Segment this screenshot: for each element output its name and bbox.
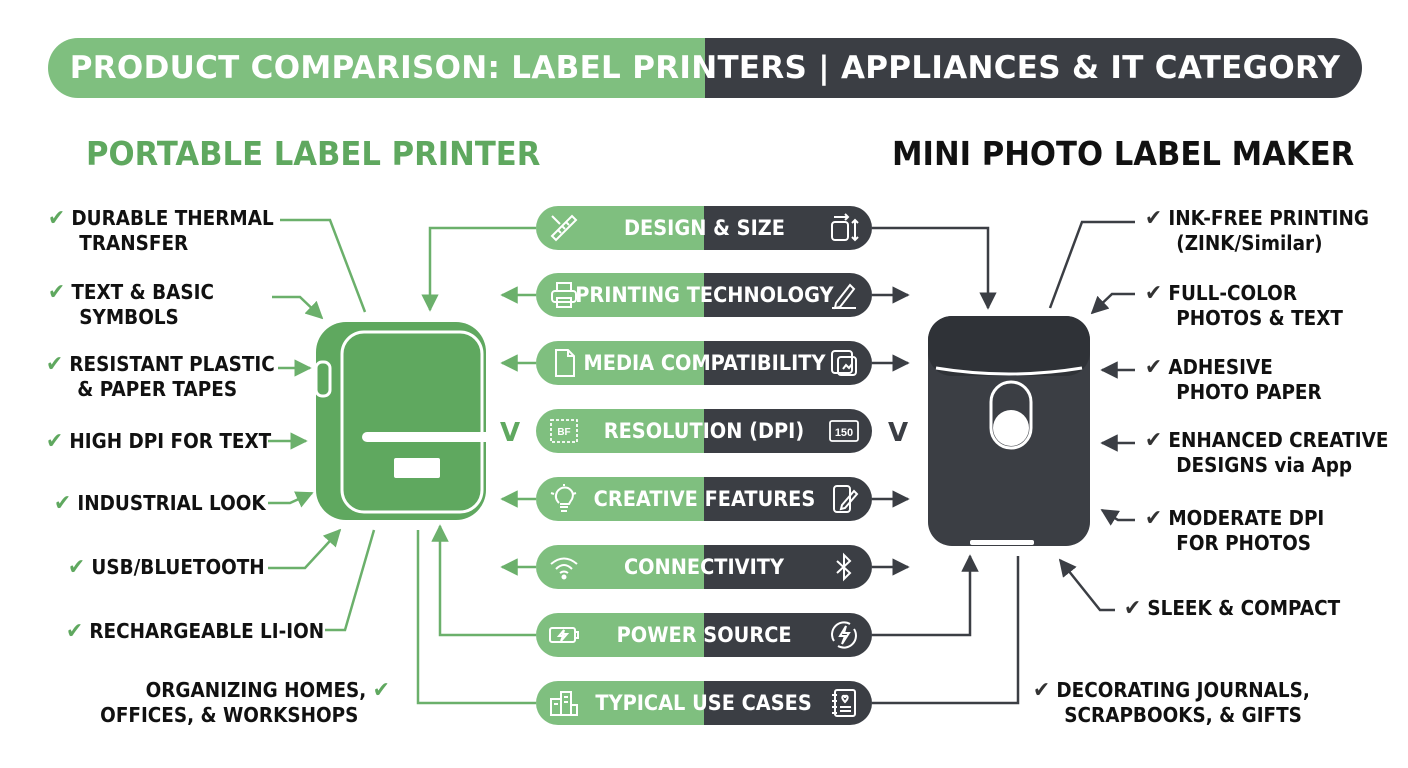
right-feature-creative: ✔ ENHANCED CREATIVE DESIGNS via App: [1145, 428, 1389, 477]
check-icon: ✔: [48, 280, 65, 305]
resize-icon: [831, 213, 859, 242]
connector-moderate-dpi: [1100, 508, 1135, 526]
power-arrow-right: [872, 554, 979, 637]
check-icon: ✔: [1145, 428, 1162, 453]
left-feature-rechargeable: ✔ RECHARGEABLE LI-ION: [66, 619, 325, 644]
connector-usb-bluetooth: [268, 528, 342, 570]
category-power-source: POWER SOURCE: [536, 613, 872, 657]
category-label: DESIGN & SIZE: [623, 216, 785, 240]
charge-icon: [831, 621, 857, 649]
check-icon: ✔: [1145, 206, 1162, 231]
right-feature-moderate-dpi: ✔ MODERATE DPI FOR PHOTOS: [1145, 506, 1325, 555]
svg-text:BF: BF: [557, 427, 570, 438]
check-icon: ✔: [1124, 596, 1141, 621]
dpi-150-icon: 150: [829, 420, 859, 442]
category-creative-features: CREATIVE FEATURES: [536, 477, 872, 521]
category-design-size: DESIGN & SIZE: [536, 206, 872, 250]
wifi-icon: [550, 557, 578, 580]
power-arrow-left: [431, 524, 536, 637]
document-icon: [555, 349, 575, 377]
pen-icon: [832, 283, 856, 310]
usecase-line-right: [872, 556, 1020, 705]
left-feature-organizing: ORGANIZING HOMES, ✔ OFFICES, & WORKSHOPS: [100, 678, 390, 727]
category-label: POWER SOURCE: [616, 623, 792, 647]
category-arrows: [416, 226, 1020, 705]
phone-edit-icon: [833, 485, 859, 513]
vs-mark-right: V: [888, 418, 909, 448]
right-feature-connectors: [1048, 220, 1135, 612]
check-icon: ✔: [46, 352, 63, 377]
dpi-grid-icon: BF: [550, 419, 578, 443]
category-connectivity: CONNECTIVITY: [536, 545, 872, 589]
battery-icon: [549, 627, 579, 643]
category-label: MEDIA COMPATIBILITY: [583, 351, 825, 375]
svg-text:150: 150: [835, 427, 853, 439]
right-feature-adhesive: ✔ ADHESIVE PHOTO PAPER: [1145, 355, 1322, 404]
category-label: TYPICAL USE CASES: [595, 691, 813, 715]
connector-industrial-look: [268, 491, 314, 508]
design-arrow-left: [421, 226, 536, 312]
left-feature-resistant-tapes: ✔ RESISTANT PLASTIC & PAPER TAPES: [46, 352, 275, 401]
category-media-compatibility: MEDIA COMPATIBILITY: [536, 341, 872, 385]
check-icon: ✔: [66, 619, 83, 644]
photo-sticker-icon: [831, 350, 857, 376]
check-icon: ✔: [1145, 355, 1162, 380]
left-feature-connectors: [268, 218, 376, 632]
check-icon: ✔: [1145, 506, 1162, 531]
connector-text-symbols: [272, 295, 324, 320]
portable-printer-illustration: [314, 322, 498, 520]
left-feature-high-dpi: ✔ HIGH DPI FOR TEXT: [46, 429, 272, 454]
left-feature-durable-thermal: ✔ DURABLE THERMAL TRANSFER: [48, 206, 274, 255]
bluetooth-icon: [836, 552, 852, 582]
notebook-heart-icon: [832, 689, 856, 717]
connector-sleek: [1058, 558, 1115, 612]
category-label: PRINTING TECHNOLOGY: [574, 283, 834, 307]
right-feature-decorating: ✔ DECORATING JOURNALS, SCRAPBOOKS, & GIF…: [1033, 678, 1310, 727]
page-title: PRODUCT COMPARISON: LABEL PRINTERS | APP…: [48, 38, 1362, 98]
right-feature-sleek: ✔ SLEEK & COMPACT: [1124, 596, 1341, 621]
connector-full-color: [1090, 292, 1135, 315]
connector-ink-free: [1048, 220, 1135, 309]
left-feature-industrial-look: ✔ INDUSTRIAL LOOK: [54, 491, 266, 516]
lightbulb-icon: [550, 484, 577, 512]
check-icon: ✔: [46, 429, 63, 454]
category-label: RESOLUTION (DPI): [603, 419, 805, 443]
connector-durable-thermal: [280, 218, 367, 313]
left-feature-usb-bluetooth: ✔ USB/BLUETOOTH: [68, 555, 265, 580]
category-printing-technology: PRINTING TECHNOLOGY: [536, 273, 872, 317]
check-icon: ✔: [1145, 281, 1162, 306]
check-icon: ✔: [54, 491, 71, 516]
mini-photo-printer-illustration: [928, 316, 1090, 546]
check-icon: ✔: [1033, 678, 1050, 703]
connector-rechargeable: [325, 529, 376, 632]
vs-mark-left: V: [500, 418, 521, 448]
category-resolution-dpi: BF RESOLUTION (DPI) 150: [536, 409, 872, 453]
left-product-name: PORTABLE LABEL PRINTER: [86, 134, 541, 173]
category-label: CREATIVE FEATURES: [593, 487, 815, 511]
building-icon: [550, 691, 578, 716]
printer-icon: [551, 282, 577, 308]
category-label: CONNECTIVITY: [624, 555, 784, 579]
right-product-name: MINI PHOTO LABEL MAKER: [892, 134, 1355, 173]
right-feature-ink-free: ✔ INK-FREE PRINTING (ZINK/Similar): [1145, 206, 1370, 255]
usecase-line-left: [416, 530, 536, 705]
category-typical-use-cases: TYPICAL USE CASES: [536, 681, 872, 725]
left-feature-text-symbols: ✔ TEXT & BASIC SYMBOLS: [48, 280, 214, 329]
right-feature-full-color: ✔ FULL-COLOR PHOTOS & TEXT: [1145, 281, 1343, 330]
design-arrow-right: [872, 226, 997, 310]
check-icon: ✔: [373, 678, 390, 703]
check-icon: ✔: [48, 206, 65, 231]
ruler-pencil-icon: [550, 214, 578, 242]
check-icon: ✔: [68, 555, 85, 580]
